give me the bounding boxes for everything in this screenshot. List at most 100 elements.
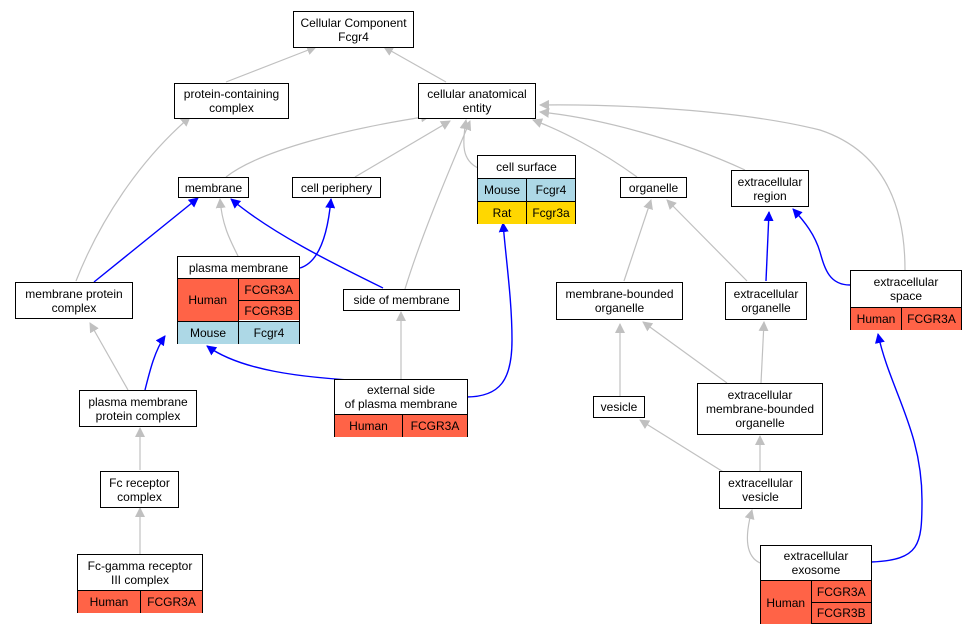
edge-membrane-protein-complex-to-membrane: [93, 197, 199, 283]
edge-ec-space-to-ec-region: [792, 208, 851, 286]
node-plasma-membrane-protein-complex: plasma membrane protein complex: [79, 390, 197, 427]
node-fc-gamma-line2: III complex: [110, 572, 170, 587]
node-root-line1: Cellular Component: [300, 15, 407, 30]
edge-protein-complex-to-root: [225, 45, 317, 83]
species-external-human: Human: [335, 415, 402, 437]
edge-extracellular-region-to-anatomical-entity: [539, 107, 746, 171]
edge-ec-mbo-to-membrane-bounded: [642, 321, 728, 384]
node-ec-mbo-line3: organelle: [735, 416, 785, 430]
species-ecspace-human: Human: [851, 308, 901, 330]
edge-membrane-protein-complex-to-protein-complex: [75, 116, 191, 282]
node-extracellular-region: extracellular region: [731, 170, 809, 207]
gene-plasma-human-fcgr3b: FCGR3B: [238, 300, 299, 320]
node-ec-mbo-line2: membrane-bounded: [705, 402, 815, 416]
species-fcgamma-human: Human: [78, 591, 140, 613]
node-cellular-anatomical-entity-line2: entity: [462, 101, 492, 115]
edge-membrane-to-anatomical-entity: [225, 112, 431, 178]
edge-side-of-membrane-to-membrane: [230, 198, 384, 289]
node-extracellular-vesicle-line1: extracellular: [728, 476, 793, 490]
gene-exosome-fcgr3a: FCGR3A: [811, 581, 871, 602]
species-exosome-human: Human: [761, 581, 811, 624]
edge-ec-organelle-to-ec-region: [763, 211, 774, 282]
node-protein-containing-complex-line1: protein-containing: [183, 87, 280, 101]
node-protein-containing-complex-line2: complex: [209, 101, 254, 115]
edge-exosome-to-ec-space: [870, 333, 923, 563]
node-extracellular-vesicle-line2: vesicle: [742, 490, 779, 504]
node-cell-periphery: cell periphery: [292, 177, 381, 198]
gene-cell-rat: Fcgr3a: [526, 202, 575, 224]
node-extracellular-exosome-line1: extracellular: [783, 549, 849, 563]
node-membrane-line1: membrane: [184, 180, 243, 195]
node-fc-gamma-receptor-iii-complex: Fc-gamma receptor III complex Human FCGR…: [77, 554, 203, 613]
node-extracellular-space: extracellular space Human FCGR3A: [850, 270, 962, 330]
node-protein-containing-complex: protein-containing complex: [174, 83, 289, 119]
edge-ec-organelle-to-organelle: [666, 199, 748, 282]
gene-fcgamma-human: FCGR3A: [140, 591, 202, 613]
node-cellular-anatomical-entity: cellular anatomical entity: [418, 83, 536, 119]
edge-side-of-membrane-to-anatomical-entity: [404, 120, 472, 290]
edge-organelle-to-anatomical-entity: [532, 118, 638, 178]
edge-plasma-membrane-to-membrane: [215, 198, 239, 257]
node-fc-receptor-complex-line1: Fc receptor: [109, 475, 170, 490]
node-side-of-membrane: side of membrane: [343, 289, 460, 311]
node-extracellular-organelle-line1: extracellular: [733, 287, 799, 301]
edge-ec-vesicle-to-vesicle: [639, 419, 726, 474]
node-extracellular-space-line1: extracellular: [873, 275, 939, 289]
node-ec-mbo-line1: extracellular: [727, 388, 793, 402]
node-extracellular-membrane-bounded-organelle: extracellular membrane-bounded organelle: [697, 383, 823, 435]
edge-external-side-to-cell-surface: [465, 222, 513, 398]
node-external-side-line1: external side: [366, 383, 436, 397]
node-membrane-protein-complex: membrane protein complex: [15, 282, 133, 319]
gene-cell-mouse: Fcgr4: [526, 179, 575, 201]
node-membrane-bounded-organelle-line1: membrane-bounded: [565, 287, 674, 301]
gene-ecspace-human: FCGR3A: [901, 308, 961, 330]
edge-pm-protein-complex-to-plasma-membrane: [144, 335, 166, 391]
node-extracellular-organelle: extracellular organelle: [725, 282, 807, 320]
node-extracellular-exosome-line2: exosome: [791, 563, 841, 577]
node-plasma-membrane: plasma membrane Human FCGR3A FCGR3B Mous…: [177, 256, 300, 344]
edge-plasma-membrane-to-cell-periphery: [299, 198, 336, 269]
node-vesicle: vesicle: [593, 396, 645, 418]
gene-plasma-mouse: Fcgr4: [238, 322, 299, 344]
node-extracellular-region-line2: region: [753, 188, 787, 203]
node-root-line2: Fcgr4: [338, 29, 369, 44]
edge-pm-protein-complex-to-membrane-protein-complex: [89, 322, 129, 391]
node-plasma-membrane-protein-complex-line1: plasma membrane: [88, 394, 188, 409]
node-extracellular-vesicle: extracellular vesicle: [719, 471, 802, 509]
node-membrane-bounded-organelle-line2: organelle: [594, 301, 645, 315]
node-cell-periphery-line1: cell periphery: [300, 180, 373, 195]
edge-cell-surface-to-anatomical-entity: [459, 119, 479, 169]
node-external-side-of-plasma-membrane: external side of plasma membrane Human F…: [334, 379, 468, 437]
node-fc-receptor-complex-line2: complex: [117, 489, 162, 504]
node-cell-surface: cell surface Mouse Fcgr4 Rat Fcgr3a: [477, 155, 576, 224]
node-plasma-membrane-protein-complex-line2: protein complex: [95, 408, 181, 423]
node-organelle: organelle: [620, 177, 687, 198]
edge-extracellular-space-to-anatomical-entity: [539, 99, 906, 271]
node-side-of-membrane-line1: side of membrane: [353, 293, 450, 307]
node-fc-gamma-line1: Fc-gamma receptor: [87, 558, 193, 573]
node-organelle-line1: organelle: [628, 180, 679, 195]
species-plasma-mouse: Mouse: [178, 322, 238, 344]
node-membrane-bounded-organelle: membrane-bounded organelle: [556, 282, 683, 320]
node-membrane-protein-complex-line1: membrane protein: [25, 286, 123, 301]
node-vesicle-line1: vesicle: [600, 400, 638, 414]
node-root: Cellular Component Fcgr4: [293, 11, 414, 48]
edge-anatomical-entity-to-root: [383, 46, 447, 83]
species-plasma-human: Human: [178, 279, 238, 321]
species-cell-rat: Rat: [478, 202, 526, 224]
species-cell-mouse: Mouse: [478, 179, 526, 201]
gene-plasma-human-fcgr3a: FCGR3A: [238, 279, 299, 300]
edge-exosome-to-ec-vesicle: [744, 509, 761, 564]
gene-exosome-fcgr3b: FCGR3B: [811, 602, 871, 623]
node-fc-receptor-complex: Fc receptor complex: [100, 471, 179, 508]
node-extracellular-organelle-line2: organelle: [741, 301, 791, 315]
node-cellular-anatomical-entity-line1: cellular anatomical: [427, 87, 527, 101]
node-cell-surface-line1: cell surface: [496, 160, 557, 174]
edge-ec-mbo-to-ec-organelle: [758, 321, 769, 384]
gene-external-human: FCGR3A: [402, 415, 467, 437]
node-external-side-line2: of plasma membrane: [344, 397, 458, 411]
edge-cell-periphery-to-anatomical-entity: [354, 120, 451, 178]
node-membrane-protein-complex-line2: complex: [51, 300, 97, 315]
node-membrane: membrane: [178, 177, 249, 198]
